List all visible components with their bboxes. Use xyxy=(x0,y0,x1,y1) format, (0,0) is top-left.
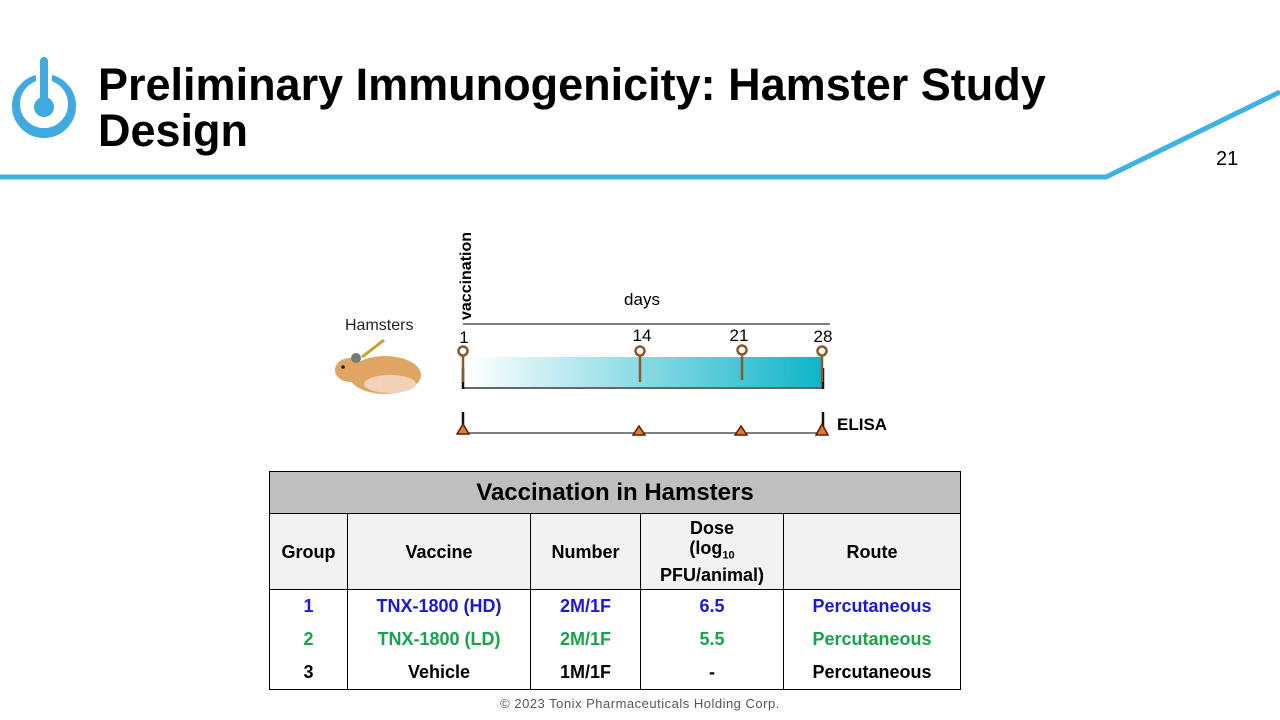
day-label: 1 xyxy=(459,328,468,347)
cell-route: Percutaneous xyxy=(783,655,961,690)
day-label: 21 xyxy=(730,326,749,345)
tonix-logo xyxy=(12,53,76,138)
day-label: 14 xyxy=(633,326,652,345)
header-number: Number xyxy=(530,513,641,590)
header-rule xyxy=(0,89,1280,180)
cell-vaccine: TNX-1800 (LD) xyxy=(347,622,531,656)
elisa-markers xyxy=(455,422,830,436)
cell-vaccine: TNX-1800 (HD) xyxy=(347,589,531,623)
page-number: 21 xyxy=(1216,148,1239,170)
hamster-illustration xyxy=(335,338,421,394)
vaccination-table: Vaccination in Hamsters Group Vaccine Nu… xyxy=(269,471,961,690)
cell-route: Percutaneous xyxy=(783,589,961,623)
days-axis-label: days xyxy=(624,290,660,309)
study-timeline xyxy=(455,323,830,436)
cell-group: 3 xyxy=(269,655,348,690)
cell-route: Percutaneous xyxy=(783,622,961,656)
cell-group: 2 xyxy=(269,622,348,656)
header-vaccine: Vaccine xyxy=(347,513,531,590)
cell-vaccine: Vehicle xyxy=(347,655,531,690)
table-caption: Vaccination in Hamsters xyxy=(269,471,961,514)
cell-dose: 6.5 xyxy=(640,589,784,623)
cell-dose: - xyxy=(640,655,784,690)
sampling-pins xyxy=(457,344,828,382)
header-group: Group xyxy=(269,513,348,590)
header-route: Route xyxy=(783,513,961,590)
hamsters-label: Hamsters xyxy=(345,317,413,334)
cell-number: 2M/1F xyxy=(530,589,641,623)
cell-number: 2M/1F xyxy=(530,622,641,656)
copyright-footer: © 2023 Tonix Pharmaceuticals Holding Cor… xyxy=(500,696,780,711)
cell-dose: 5.5 xyxy=(640,622,784,656)
slide-title: Preliminary Immunogenicity: Hamster Stud… xyxy=(98,59,1046,156)
day-label: 28 xyxy=(814,327,833,346)
vaccination-label: vaccination xyxy=(458,232,475,320)
elisa-label: ELISA xyxy=(837,415,887,434)
cell-group: 1 xyxy=(269,589,348,623)
cell-number: 1M/1F xyxy=(530,655,641,690)
